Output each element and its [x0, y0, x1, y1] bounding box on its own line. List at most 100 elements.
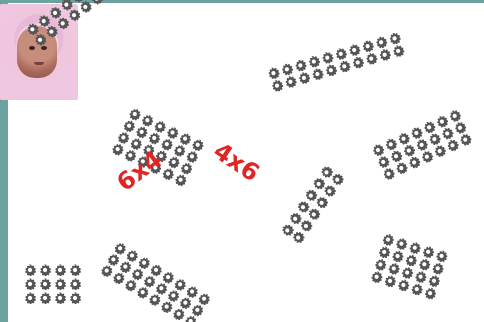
gear-icon	[382, 233, 395, 247]
gear-icon	[446, 138, 460, 152]
child-photo	[0, 4, 78, 100]
gear-icon	[366, 52, 379, 65]
gear-icon	[397, 279, 410, 293]
gear-icon	[122, 119, 136, 133]
gear-icon	[285, 75, 298, 88]
gear-icon	[26, 279, 36, 290]
gear-icon	[372, 143, 386, 157]
gear-icon	[173, 278, 187, 293]
gear-icon	[160, 138, 174, 152]
right-eye	[41, 46, 47, 50]
gear-icon	[385, 137, 399, 151]
gear-icon	[26, 265, 36, 276]
gear-icon	[384, 275, 397, 289]
gear-icon	[418, 258, 431, 272]
gear-icon	[454, 121, 468, 135]
gear-icon	[375, 36, 388, 49]
gear-icon	[281, 63, 294, 76]
gear-icon	[378, 246, 391, 260]
gear-icon	[323, 184, 338, 198]
gear-icon	[411, 283, 424, 297]
gear-icon	[315, 195, 330, 209]
gear-icon	[56, 265, 66, 276]
gear-icon	[395, 161, 409, 175]
gear-icon	[339, 60, 352, 73]
gear-icon	[124, 278, 138, 293]
gear-icon	[320, 165, 335, 179]
gear-icon	[405, 254, 418, 268]
gear-icon	[166, 289, 180, 304]
gear-icon	[422, 246, 435, 260]
gear-icon	[130, 267, 144, 282]
gear-icon	[382, 167, 396, 181]
gear-icon	[153, 120, 167, 134]
gear-icon	[166, 126, 180, 140]
gear-icon	[100, 264, 114, 279]
gear-icon	[374, 258, 387, 272]
top-frame-strip	[0, 0, 484, 3]
gear-icon	[118, 260, 132, 275]
gear-icon	[371, 271, 384, 285]
gear-icon	[288, 211, 303, 225]
gear-icon	[428, 275, 441, 289]
label-4x6: 4x6	[209, 138, 263, 185]
gear-icon	[56, 279, 66, 290]
gear-group-4x6	[281, 165, 346, 245]
gear-icon	[71, 293, 81, 304]
gear-icon	[41, 293, 51, 304]
gear-icon	[449, 109, 463, 123]
gear-icon	[137, 256, 151, 271]
gear-icon	[349, 44, 362, 57]
gear-icon	[135, 125, 149, 139]
gear-icon	[312, 68, 325, 81]
gear-icon	[424, 287, 437, 301]
gear-icon	[161, 270, 175, 285]
gear-icon	[26, 293, 36, 304]
gear-icon	[141, 114, 155, 128]
gear-icon	[271, 79, 284, 92]
gear-icon	[125, 249, 139, 264]
gear-icon	[401, 266, 414, 280]
gear-icon	[299, 219, 314, 233]
gear-icon	[117, 131, 131, 145]
gear-icon	[389, 32, 402, 45]
gear-icon	[410, 126, 424, 140]
gear-icon	[142, 274, 156, 289]
gear-group-top-right	[268, 32, 405, 93]
gear-icon	[298, 71, 311, 84]
gear-icon	[432, 262, 445, 276]
gear-icon	[129, 137, 143, 151]
gear-icon	[421, 150, 435, 164]
gear-icon	[148, 131, 162, 145]
label-6x4: 6x4	[113, 147, 166, 196]
gear-icon	[377, 155, 391, 169]
gear-icon	[388, 262, 401, 276]
gear-icon	[436, 115, 450, 129]
gear-icon	[379, 48, 392, 61]
gear-icon	[459, 133, 473, 147]
gear-icon	[191, 138, 205, 152]
gear-icon	[111, 143, 125, 157]
gear-icon	[149, 263, 163, 278]
gear-icon	[71, 265, 81, 276]
child-face	[17, 26, 57, 78]
gear-icon	[268, 67, 281, 80]
gear-icon	[308, 55, 321, 68]
gear-icon	[408, 155, 422, 169]
gear-icon	[113, 242, 127, 257]
gear-icon	[154, 282, 168, 297]
gear-icon	[415, 138, 429, 152]
gear-icon	[281, 223, 296, 237]
gear-icon	[185, 285, 199, 300]
gear-icon	[397, 132, 411, 146]
gear-group-bottom-center	[100, 242, 212, 322]
gear-icon	[395, 237, 408, 251]
gear-icon	[148, 293, 162, 308]
gear-icon	[352, 56, 365, 69]
mouth	[34, 62, 44, 65]
gear-icon	[174, 173, 188, 187]
gear-icon	[423, 120, 437, 134]
gear-icon	[41, 279, 51, 290]
gear-icon	[312, 176, 327, 190]
